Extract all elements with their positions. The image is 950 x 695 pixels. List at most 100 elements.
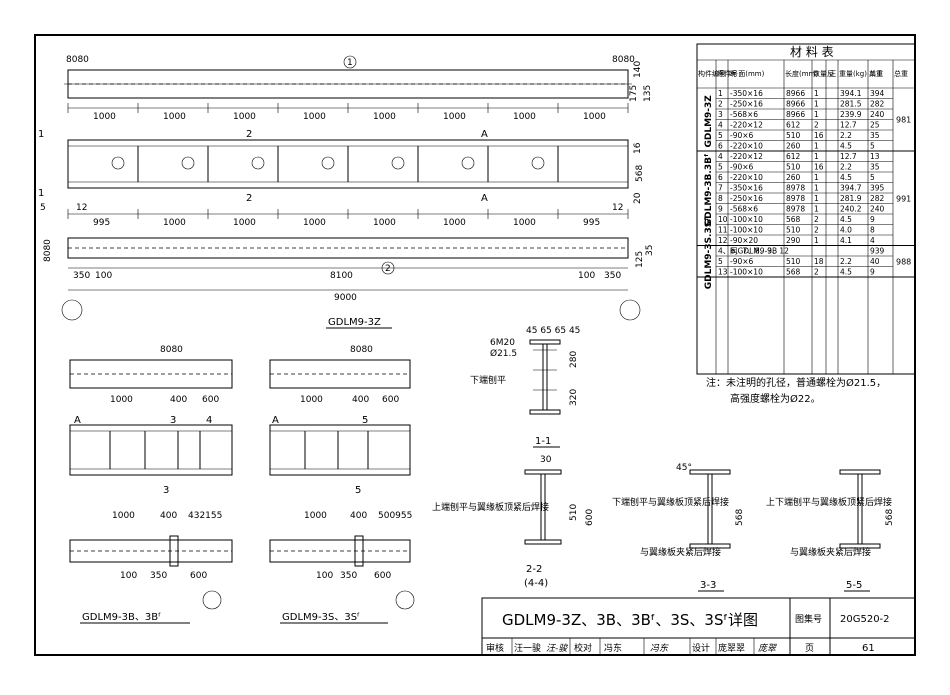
sec22-label: 2-2 xyxy=(526,564,542,575)
dim-end-12-right: 12 xyxy=(612,203,623,213)
dim-350-left: 350 xyxy=(73,271,90,281)
dim-8100: 8100 xyxy=(330,271,353,281)
table-header-cell: 零件号 xyxy=(717,69,738,78)
review-label: 审核 xyxy=(486,642,504,654)
table-cell: 4 xyxy=(718,152,723,161)
table-cell: 4.5 xyxy=(840,142,852,151)
table-cell: 240.2 xyxy=(840,205,862,214)
b-dim-600-bottom: 600 xyxy=(190,571,207,581)
table-cell: 395 xyxy=(870,184,885,193)
table-cell: 281.5 xyxy=(840,100,862,109)
s-dim-100: 100 xyxy=(316,571,333,581)
sec11-hole: Ø21.5 xyxy=(490,348,517,359)
main-bottom-flange xyxy=(67,237,629,259)
b-mark-3-bottom: 3 xyxy=(163,485,169,496)
main-stiffeners xyxy=(111,146,559,182)
table-header-cell: 反 xyxy=(827,69,834,78)
table-cell: 4.5 xyxy=(840,173,852,182)
table-cell: 2.2 xyxy=(840,131,852,140)
table-cell: 8966 xyxy=(786,100,805,109)
sec22-d30: 30 xyxy=(540,455,552,465)
design-label: 设计 xyxy=(692,642,710,654)
sec33-45deg: 45° xyxy=(676,463,692,473)
s-dim-400: 400 xyxy=(352,395,369,405)
s-elevation xyxy=(269,424,411,476)
table-cell: -250×16 xyxy=(730,100,763,109)
table-cell: 5 xyxy=(870,173,875,182)
page-no: 61 xyxy=(862,643,875,654)
table-cell: 1 xyxy=(814,205,819,214)
dim-350-right: 350 xyxy=(604,271,621,281)
b-dim-100: 100 xyxy=(120,571,137,581)
table-header-cell: 重量(kg) 单重 xyxy=(839,69,883,78)
table-cell: -90×6 xyxy=(730,163,754,172)
table-cell: 939 xyxy=(870,247,885,256)
table-cell: 35 xyxy=(870,163,880,172)
table-header-cell: 构件编号 xyxy=(698,69,726,78)
sec11-plane-note: 下端刨平 xyxy=(470,374,506,386)
table-cell: 239.9 xyxy=(840,110,862,119)
table-cell: 12.7 xyxy=(840,152,857,161)
s-axis-bubble xyxy=(395,590,415,610)
section-mark-a-bottom: A xyxy=(481,193,488,204)
callout-1-top xyxy=(343,55,357,69)
table-cell: 16 xyxy=(814,163,824,172)
axis-bubble-left xyxy=(61,299,83,321)
table-cell: 290 xyxy=(786,236,801,245)
dim-175: 175 xyxy=(629,85,639,102)
sec33-weld-note: 下端刨平与翼缘板顶紧后焊接 xyxy=(612,496,729,508)
s-bottom-flange xyxy=(269,535,411,567)
dim-140: 140 xyxy=(633,61,643,78)
note-line-2: 高强度螺栓为Ø22。 xyxy=(730,392,821,405)
table-cell: 2 xyxy=(814,121,819,130)
table-cell: -250×16 xyxy=(730,194,763,203)
s-mark-a: A xyxy=(272,415,279,426)
b-dim-1000: 1000 xyxy=(110,395,133,405)
table-cell: 1 xyxy=(814,142,819,151)
table-cell: 11 xyxy=(718,226,728,235)
s-view-label: GDLM9-3S、3Sᶠ xyxy=(282,612,360,623)
main-view-label: GDLM9-3Z xyxy=(328,317,381,328)
b-hole-dim: 8080 xyxy=(160,345,183,355)
table-cell: -220×12 xyxy=(730,121,763,130)
mid-span-label: 1000 xyxy=(443,218,466,228)
s-dim-500: 500955 xyxy=(378,511,412,521)
section-mark-2-top: 2 xyxy=(246,129,252,140)
callout-2-text: 2 xyxy=(385,264,391,274)
table-header-cell: 总重 xyxy=(894,69,908,78)
table-cell: 6 xyxy=(718,173,723,182)
main-top-flange xyxy=(64,69,632,99)
atlas-no-label: 图集号 xyxy=(795,613,822,625)
table-cell: -350×16 xyxy=(730,184,763,193)
b-mark-3: 3 xyxy=(170,415,176,426)
b-mark-4: 4 xyxy=(206,415,212,426)
table-group-total: 981 xyxy=(896,116,911,125)
table-cell: -90×6 xyxy=(730,131,754,140)
table-cell: 9 xyxy=(870,215,875,224)
stiffener-callout xyxy=(391,156,405,170)
b-view-label: GDLM9-3B、3Bᶠ xyxy=(82,612,161,623)
sec22-d600: 600 xyxy=(585,509,595,526)
checker-name: 冯东 xyxy=(604,642,622,654)
table-cell: 2 xyxy=(718,100,723,109)
table-cell: 16 xyxy=(814,131,824,140)
table-cell: 12.7 xyxy=(840,121,857,130)
sec11-label: 1-1 xyxy=(535,436,551,447)
table-cell: 394.1 xyxy=(840,89,862,98)
table-cell: 1 xyxy=(814,89,819,98)
s-dim-400-mid: 400 xyxy=(350,511,367,521)
top-span-label: 1000 xyxy=(443,112,466,122)
table-cell: 8 xyxy=(870,226,875,235)
mid-span-label: 995 xyxy=(93,218,110,228)
table-cell: 7 xyxy=(718,184,723,193)
table-cell: 9 xyxy=(718,205,723,214)
stiffener-callout xyxy=(461,156,475,170)
table-cell: 2 xyxy=(814,215,819,224)
drawing-title: GDLM9-3Z、3B、3Bᶠ、3S、3Sᶠ详图 xyxy=(502,611,758,629)
mid-span-label: 1000 xyxy=(373,218,396,228)
dim-16-a: 16 xyxy=(633,142,643,154)
sec33-label: 3-3 xyxy=(700,580,716,591)
table-cell: -568×6 xyxy=(730,110,758,119)
axis-bubble-right xyxy=(619,299,641,321)
table-cell: 510 xyxy=(786,226,801,235)
